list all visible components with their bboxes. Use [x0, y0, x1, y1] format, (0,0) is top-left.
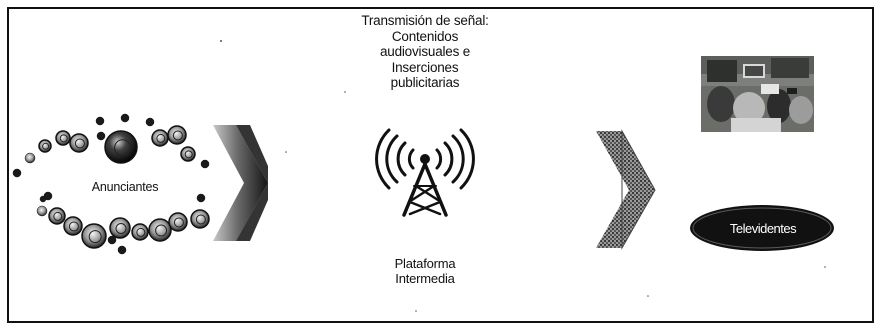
coin-icon — [145, 117, 155, 127]
coin-inner-ring — [115, 223, 127, 234]
antenna-tower-icon — [375, 128, 475, 217]
coin-inner-ring — [74, 138, 85, 149]
viewers-label: Televidentes — [729, 221, 797, 236]
coin-icon — [180, 146, 196, 162]
coin-icon — [151, 129, 169, 147]
viewers-photo — [701, 56, 814, 132]
platform-text-line: Intermedia — [395, 271, 455, 286]
coin-inner-ring — [172, 130, 183, 141]
coin-icon — [95, 116, 105, 126]
coin-icon — [200, 159, 210, 169]
coin-icon — [39, 195, 47, 203]
coin-inner-ring — [173, 217, 184, 228]
coin-icon — [190, 209, 210, 229]
coin-icon — [131, 223, 149, 241]
signal-text-line: Inserciones — [391, 59, 459, 75]
coin-icon — [120, 113, 130, 123]
coin-icon — [107, 235, 117, 245]
advertisers-coin-ring — [12, 113, 210, 255]
coin-icon — [196, 193, 206, 203]
coin-icon — [36, 205, 48, 217]
coin-icon — [63, 216, 83, 236]
coin-inner-ring — [88, 230, 102, 244]
coin-inner-ring — [53, 211, 63, 221]
coin-inner-ring — [114, 139, 132, 157]
viewers-photo-graphic — [701, 56, 814, 132]
coin-inner-ring — [136, 227, 146, 237]
coin-inner-ring — [184, 150, 193, 159]
advertisers-label: Anunciantes — [91, 180, 159, 194]
coin-icon — [48, 207, 66, 225]
coin-icon — [38, 139, 52, 153]
coin-icon — [117, 245, 127, 255]
left-chevron-arrow-icon — [213, 125, 268, 241]
signal-text-line: audiovisuales e — [379, 44, 471, 59]
coin-inner-ring — [68, 221, 79, 232]
coin-icon — [96, 131, 106, 141]
platform-text-line: Plataforma — [394, 256, 456, 271]
coin-inner-ring — [156, 133, 166, 143]
coin-icon — [24, 152, 36, 164]
coin-icon — [81, 223, 107, 249]
coin-icon — [109, 217, 131, 239]
coin-icon — [69, 133, 89, 153]
coin-inner-ring — [155, 224, 168, 237]
coin-icon — [104, 130, 138, 164]
coin-inner-ring — [195, 214, 206, 225]
coin-icon — [168, 212, 188, 232]
signal-text-line: Transmisión de señal: — [361, 13, 489, 28]
coin-icon — [167, 125, 187, 145]
coin-icon — [148, 218, 172, 242]
signal-transmission-text: Transmisión de señal: Contenidos audiovi… — [336, 13, 514, 91]
platform-text: Plataforma Intermedia — [370, 256, 480, 286]
signal-text-line: publicitarias — [390, 75, 460, 90]
signal-text-line: Contenidos — [391, 28, 459, 44]
viewers-ellipse — [690, 205, 834, 251]
coin-inner-ring — [42, 142, 50, 150]
coin-inner-ring — [59, 134, 68, 143]
scan-specks — [220, 40, 826, 312]
coin-icon — [12, 168, 22, 178]
coin-icon — [55, 130, 71, 146]
right-chevron-arrow-icon — [596, 129, 656, 250]
